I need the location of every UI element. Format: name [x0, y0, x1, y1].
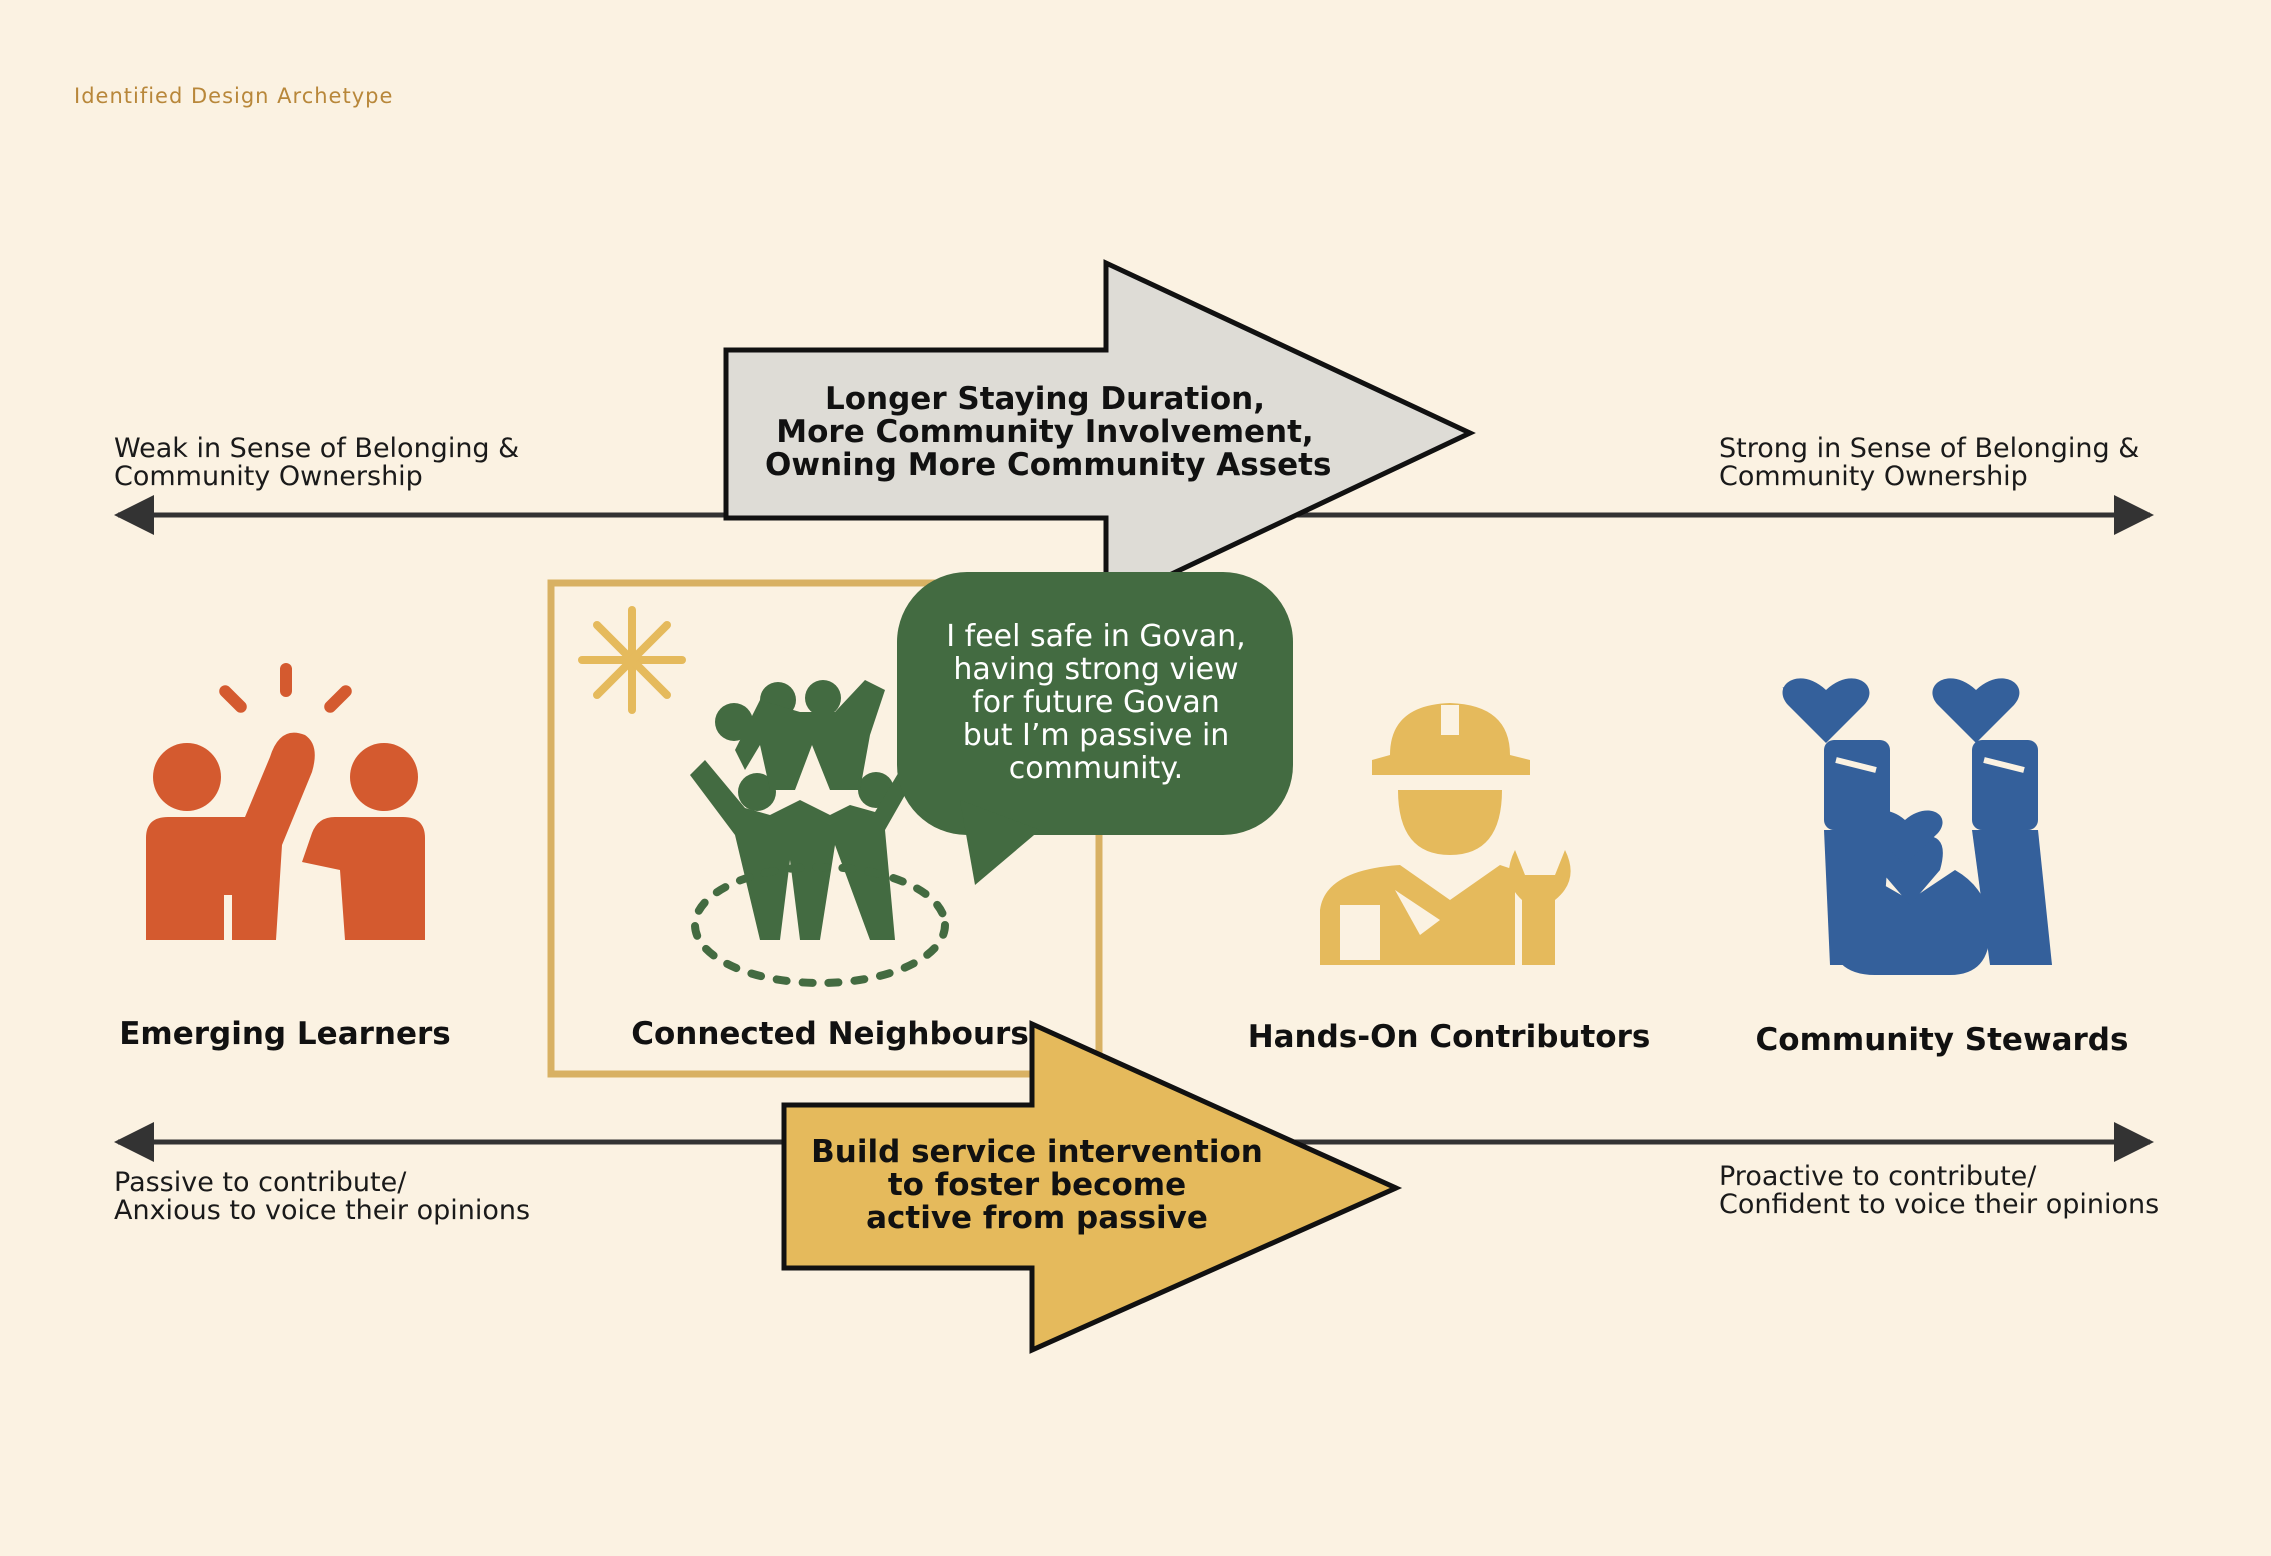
archetype-label-community-stewards: Community Stewards: [1755, 1022, 2129, 1058]
speech-bubble: [897, 572, 1293, 885]
speech-bubble-line-1: I feel safe in Govan,: [946, 619, 1246, 654]
bottom-arrow-text: Build service intervention to foster bec…: [757, 1136, 1317, 1235]
archetype-label-connected-neighbours: Connected Neighbours: [631, 1016, 1029, 1052]
top-right-axis-label: Strong in Sense of Belonging & Community…: [1719, 435, 2139, 491]
community-group-icon: [690, 680, 925, 940]
speech-bubble-line-3: for future Govan: [972, 685, 1220, 720]
page-label: Identified Design Archetype: [74, 84, 394, 108]
speech-bubble-line-2: having strong view: [953, 652, 1239, 687]
top-arrow-line-3: Owning More Community Assets: [765, 447, 1332, 483]
speech-bubble-text: I feel safe in Govan, having strong view…: [926, 620, 1266, 785]
top-right-axis-line-2: Community Ownership: [1719, 461, 2028, 492]
top-arrow-line-2: More Community Involvement,: [776, 414, 1314, 450]
top-left-axis-label: Weak in Sense of Belonging & Community O…: [114, 435, 519, 491]
bottom-left-axis-line-2: Anxious to voice their opinions: [114, 1195, 531, 1226]
speech-bubble-line-4: but I’m passive in: [962, 718, 1230, 753]
bottom-right-axis-label: Proactive to contribute/ Confident to vo…: [1719, 1163, 2159, 1219]
high-five-icon: [146, 663, 425, 940]
bottom-right-axis-line-2: Confident to voice their opinions: [1719, 1189, 2160, 1220]
dashed-circle: [691, 863, 949, 987]
worker-wrench-icon: [1320, 703, 1571, 965]
bottom-arrow-line-1: Build service intervention: [811, 1134, 1263, 1170]
bottom-left-axis-label: Passive to contribute/ Anxious to voice …: [114, 1169, 530, 1225]
bottom-right-axis-line-1: Proactive to contribute/: [1719, 1161, 2037, 1192]
top-progress-arrow: [723, 259, 1476, 609]
archetype-label-emerging-learners: Emerging Learners: [119, 1016, 451, 1052]
bottom-left-axis-line-1: Passive to contribute/: [114, 1167, 407, 1198]
bottom-arrow-line-3: active from passive: [866, 1200, 1208, 1236]
asterisk-icon: [578, 606, 686, 714]
bottom-intervention-arrow: [781, 1020, 1403, 1354]
bottom-arrow-line-2: to foster become: [887, 1167, 1187, 1203]
top-arrow-line-1: Longer Staying Duration,: [824, 381, 1265, 417]
top-left-axis-line-1: Weak in Sense of Belonging &: [114, 433, 520, 464]
archetype-label-hands-on-contributors: Hands-On Contributors: [1247, 1019, 1651, 1055]
top-left-axis-line-2: Community Ownership: [114, 461, 423, 492]
top-arrow-text: Longer Staying Duration, More Community …: [765, 381, 1332, 483]
raised-hands-hearts-icon: [1782, 678, 2052, 975]
speech-bubble-line-5: community.: [1008, 751, 1184, 786]
top-right-axis-line-1: Strong in Sense of Belonging &: [1719, 433, 2140, 464]
